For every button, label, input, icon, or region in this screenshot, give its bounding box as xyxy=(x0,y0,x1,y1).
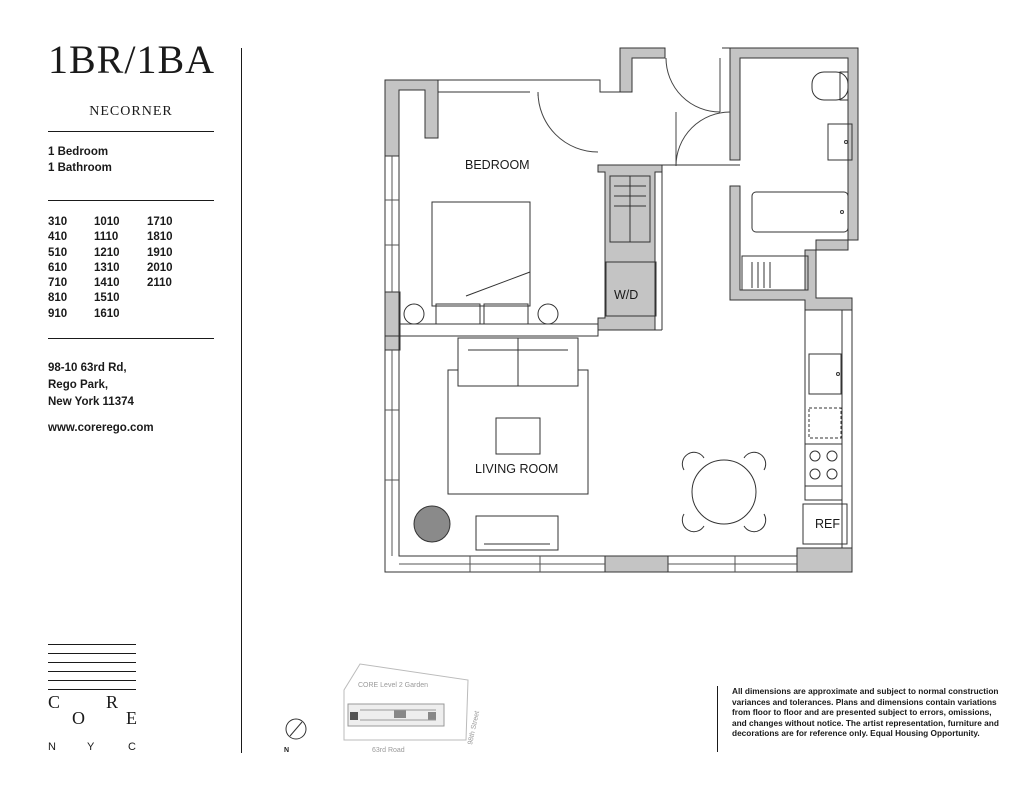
unit-number-list: 310 1010 1710 410 1110 1810 510 1210 191… xyxy=(48,215,197,322)
keymap-street-south: 63rd Road xyxy=(372,747,405,754)
logo-letter: C xyxy=(48,692,61,712)
logo-letter: O xyxy=(72,708,85,728)
room-count: 1 Bedroom 1 Bathroom xyxy=(48,144,112,176)
unit-number: 2010 xyxy=(147,261,173,274)
logo-city-letter: Y xyxy=(87,741,95,753)
bedroom-count: 1 Bedroom xyxy=(48,146,109,158)
keymap-building-label: CORE Level 2 Garden xyxy=(358,682,428,689)
window-mullions xyxy=(385,156,797,572)
bathroom-count: 1 Bathroom xyxy=(48,162,112,174)
unit-number: 1810 xyxy=(147,231,173,244)
living-furniture xyxy=(413,337,589,551)
unit-number: 1310 xyxy=(94,261,120,274)
logo-bar xyxy=(48,644,136,646)
north-label: N xyxy=(284,747,289,754)
unit-number: 2110 xyxy=(147,277,172,290)
bedroom-label: BEDROOM xyxy=(465,158,530,172)
address-block: 98-10 63rd Rd, Rego Park, New York 11374 xyxy=(48,360,134,411)
unit-type-title: 1BR/1BA xyxy=(48,37,216,82)
vertical-divider xyxy=(241,48,242,753)
unit-number: 1010 xyxy=(94,216,120,228)
logo-bar xyxy=(48,671,136,673)
key-map xyxy=(343,663,469,741)
living-room-label: LIVING ROOM xyxy=(475,462,558,476)
unit-number: 510 xyxy=(48,246,68,259)
orientation-label: NECORNER xyxy=(89,104,173,119)
unit-number: 1210 xyxy=(94,246,120,259)
unit-number: 1610 xyxy=(94,307,120,320)
refrigerator-label: REF xyxy=(815,517,840,531)
core-nyc-logo: C R O E N Y C xyxy=(48,644,138,756)
north-arrow-icon xyxy=(285,718,307,740)
logo-letter: E xyxy=(126,708,137,728)
unit-number: 910 xyxy=(48,307,68,320)
bathroom-fixtures xyxy=(751,71,853,233)
website-link[interactable]: www.corerego.com xyxy=(48,422,154,434)
logo-city-letter: C xyxy=(128,741,136,753)
unit-number: 610 xyxy=(48,261,68,274)
address-line: Rego Park, xyxy=(48,379,109,391)
logo-bar xyxy=(48,653,136,655)
doors xyxy=(537,57,731,167)
unit-number: 310 xyxy=(48,216,68,228)
logo-bar xyxy=(48,662,136,664)
unit-number: 1710 xyxy=(147,216,173,228)
keymap-street-east: 98th Street xyxy=(467,710,481,745)
unit-number: 1910 xyxy=(147,246,173,259)
closets xyxy=(605,175,809,317)
info-sidebar: 1BR/1BA NECORNER 1 Bedroom 1 Bathroom 31… xyxy=(0,0,242,800)
unit-number: 810 xyxy=(48,292,68,305)
logo-bar xyxy=(48,680,136,682)
divider xyxy=(48,338,214,339)
disclaimer-text: All dimensions are approximate and subje… xyxy=(717,686,1002,752)
logo-bar xyxy=(48,689,136,691)
unit-number: 410 xyxy=(48,231,68,244)
exterior-walls xyxy=(384,47,859,573)
bedroom-furniture xyxy=(403,201,559,325)
divider xyxy=(48,200,214,201)
unit-number: 1110 xyxy=(94,231,119,244)
washer-dryer-label: W/D xyxy=(614,288,638,302)
address-line: New York 11374 xyxy=(48,396,134,408)
unit-number: 710 xyxy=(48,277,68,290)
dining-set xyxy=(681,451,767,533)
logo-city-letter: N xyxy=(48,741,56,753)
unit-number: 1510 xyxy=(94,292,120,305)
logo-letter: R xyxy=(106,692,119,712)
kitchen-counter xyxy=(802,309,848,545)
address-line: 98-10 63rd Rd, xyxy=(48,362,127,374)
unit-number: 1410 xyxy=(94,277,120,290)
divider xyxy=(48,131,214,132)
